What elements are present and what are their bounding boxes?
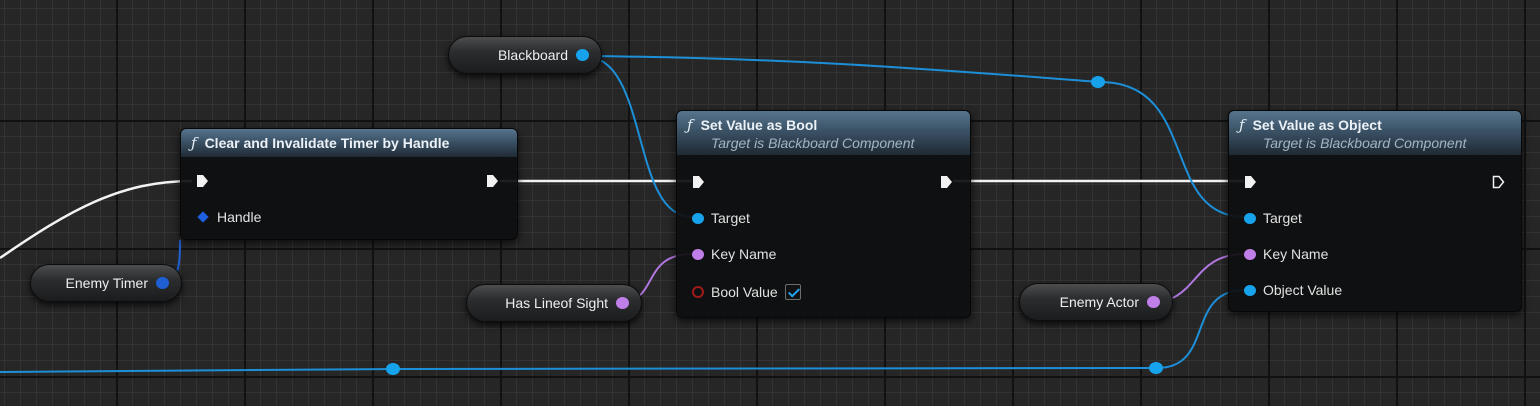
function-icon: ƒ	[1239, 116, 1245, 134]
blackboard-variable-node[interactable]: Blackboard	[448, 36, 602, 74]
handle-pin[interactable]: Handle	[197, 209, 261, 225]
enemy-timer-variable-node[interactable]: Enemy Timer	[30, 264, 182, 302]
set-value-bool-node[interactable]: ƒ Set Value as Bool Target is Blackboard…	[676, 110, 971, 318]
clear-timer-title: Clear and Invalidate Timer by Handle	[204, 135, 450, 151]
enemy-actor-output-pin-icon[interactable]	[1147, 296, 1160, 308]
target-pin-icon	[1244, 212, 1256, 224]
wire-blackboard-to-knot	[583, 55, 1101, 83]
has-line-of-sight-output-pin-icon[interactable]	[616, 297, 629, 309]
wire-actor-bottom	[0, 367, 1158, 373]
clear-timer-node[interactable]: ƒ Clear and Invalidate Timer by Handle H…	[180, 128, 518, 240]
object-keyname-label: Key Name	[1263, 246, 1329, 262]
enemy-timer-variable-label: Enemy Timer	[65, 275, 148, 291]
object-value-pin[interactable]: Object Value	[1244, 282, 1342, 298]
wire-knot-to-object-target	[1099, 81, 1246, 218]
set-value-object-header[interactable]: ƒ Set Value as Object Target is Blackboa…	[1229, 111, 1521, 155]
reroute-knot-bottom-left[interactable]	[386, 363, 400, 375]
exec-in-pin-icon[interactable]	[196, 174, 209, 188]
bool-target-pin[interactable]: Target	[692, 210, 750, 226]
enemy-actor-variable-node[interactable]: Enemy Actor	[1019, 283, 1173, 321]
blackboard-variable-label: Blackboard	[497, 47, 568, 63]
handle-pin-label: Handle	[217, 209, 262, 225]
object-target-label: Target	[1263, 210, 1302, 226]
exec-in-pin-icon[interactable]	[692, 175, 705, 189]
keyname-pin-icon	[1244, 248, 1256, 260]
object-value-label: Object Value	[1263, 282, 1343, 298]
set-value-object-subtitle: Target is Blackboard Component	[1263, 135, 1467, 151]
reroute-knot-bottom-right[interactable]	[1149, 362, 1163, 374]
set-value-bool-header[interactable]: ƒ Set Value as Bool Target is Blackboard…	[677, 111, 970, 155]
blackboard-output-pin-icon[interactable]	[576, 49, 589, 61]
object-value-pin-icon	[1244, 284, 1256, 296]
enemy-timer-output-pin-icon[interactable]	[156, 277, 169, 289]
has-line-of-sight-variable-label: Has Lineof Sight	[505, 295, 608, 311]
target-pin-icon	[692, 212, 704, 224]
bool-target-label: Target	[711, 210, 750, 226]
set-value-object-node[interactable]: ƒ Set Value as Object Target is Blackboa…	[1228, 110, 1522, 312]
wire-blackboard-to-bool-target	[583, 55, 693, 218]
reroute-knot-top[interactable]	[1091, 76, 1105, 88]
handle-pin-icon	[197, 211, 209, 223]
bool-value-checkbox[interactable]	[784, 284, 801, 300]
exec-in-pin-icon[interactable]	[1244, 175, 1257, 189]
set-value-bool-subtitle: Target is Blackboard Component	[711, 135, 915, 151]
clear-timer-header[interactable]: ƒ Clear and Invalidate Timer by Handle	[181, 129, 517, 157]
object-keyname-pin[interactable]: Key Name	[1244, 246, 1328, 262]
exec-out-pin-icon[interactable]	[940, 175, 953, 189]
set-value-bool-title: Set Value as Bool	[700, 117, 818, 133]
bool-keyname-label: Key Name	[711, 246, 777, 262]
wire-knot-to-object-value	[1156, 289, 1246, 369]
object-target-pin[interactable]: Target	[1244, 210, 1302, 226]
set-value-object-title: Set Value as Object	[1252, 117, 1382, 133]
keyname-pin-icon	[692, 248, 704, 260]
bool-pin-icon	[692, 286, 704, 298]
enemy-actor-variable-label: Enemy Actor	[1059, 294, 1139, 310]
has-line-of-sight-variable-node[interactable]: Has Lineof Sight	[466, 284, 642, 322]
exec-out-pin-icon[interactable]	[486, 174, 499, 188]
bool-value-label: Bool Value	[711, 284, 778, 300]
bool-keyname-pin[interactable]: Key Name	[692, 246, 776, 262]
function-icon: ƒ	[191, 134, 197, 152]
exec-out-unconnected-pin-icon[interactable]	[1492, 175, 1505, 189]
bool-value-pin[interactable]: Bool Value	[692, 284, 801, 300]
function-icon: ƒ	[687, 116, 693, 134]
exec-wire-in	[0, 179, 193, 260]
